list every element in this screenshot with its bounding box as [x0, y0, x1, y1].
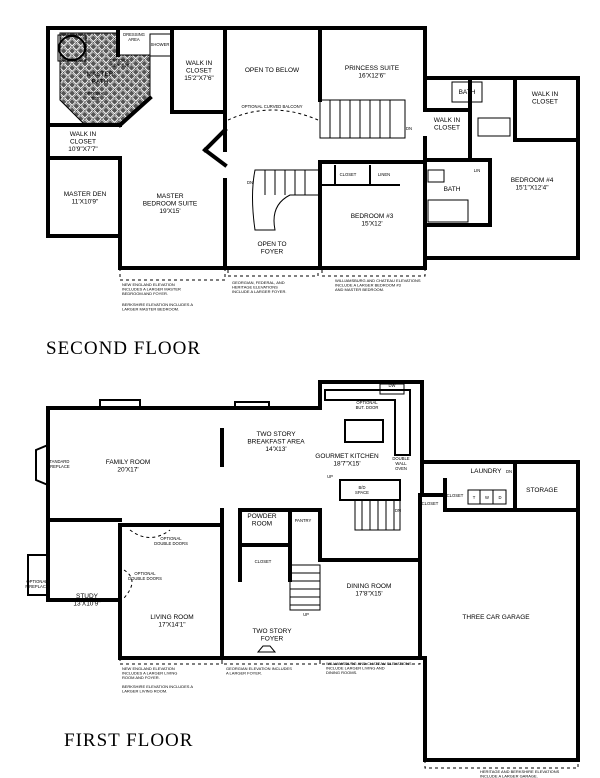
label-dn-stair-2nd-b: DN: [247, 180, 253, 185]
label-dw: DW: [389, 383, 396, 388]
label-storage: STORAGE: [526, 487, 558, 494]
stair-main-1st: [289, 499, 401, 611]
label-linen-2nd: LINEN: [378, 172, 390, 177]
first-floor-walls: [27, 380, 580, 769]
first-floor-title: FIRST FLOOR: [64, 730, 193, 751]
label-up-stair: UP: [327, 474, 333, 479]
label-shower: SHOWER: [151, 42, 170, 47]
label-dn-laundry: DN: [506, 469, 512, 474]
label-closet-laundry: CLOSET: [447, 493, 464, 498]
label-open-to-below: OPEN TO BELOW: [245, 67, 300, 74]
label-linen-bath: LIN: [474, 168, 481, 173]
label-bath-lower: BATH: [444, 186, 461, 193]
label-three-car-garage: THREE CAR GARAGE: [462, 614, 530, 621]
label-pantry: PANTRY: [295, 518, 312, 523]
label-dn-stair-1st: DN: [395, 508, 401, 513]
label-twd-2: D: [498, 495, 501, 500]
label-closet-garage: CLOSET: [422, 501, 439, 506]
second-floor-title: SECOND FLOOR: [46, 338, 201, 359]
label-twd-1: W: [485, 495, 489, 500]
label-bath-upper: BATH: [459, 89, 476, 96]
stair-upper-2nd: [319, 99, 406, 139]
label-closet-2nd: CLOSET: [340, 172, 357, 177]
label-closet-foyer: CLOSET: [255, 559, 272, 564]
label-laundry: LAUNDRY: [471, 468, 503, 475]
label-dn-stair-2nd: DN: [406, 126, 412, 131]
label-optional-curved-balcony: OPTIONAL CURVED BALCONY: [242, 104, 303, 109]
stair-lower-2nd: [252, 169, 321, 231]
label-up-foyer: UP: [303, 612, 309, 617]
label-twd-0: T: [473, 495, 476, 500]
second-floor-walls: [46, 26, 580, 281]
